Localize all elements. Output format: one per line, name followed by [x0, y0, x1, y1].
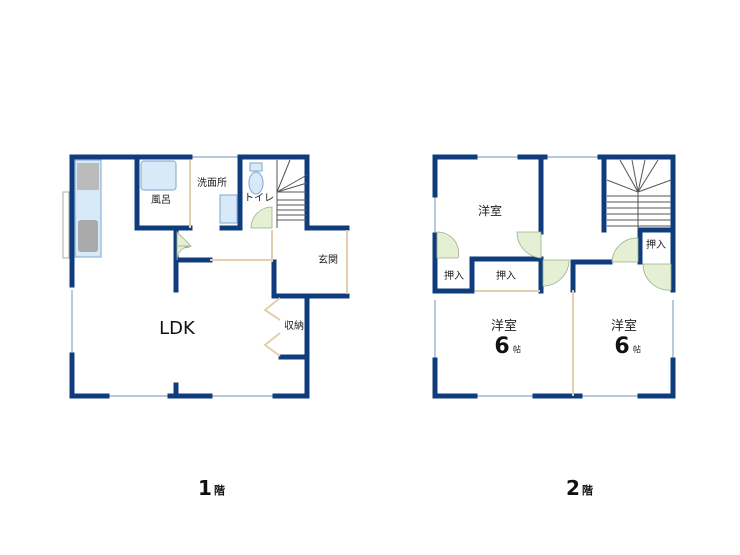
room-label-western-top: 洋室: [478, 203, 502, 218]
toilet-bowl-icon: [248, 171, 264, 195]
door: [436, 231, 459, 259]
room-label-closet-left: 押入: [444, 269, 464, 282]
room-label-western-right: 洋室: [611, 318, 637, 334]
door: [176, 245, 192, 261]
room-label-closet-right: 押入: [646, 238, 666, 251]
stove-icon: [77, 163, 99, 190]
door: [516, 231, 542, 259]
room-size-western-left: 6: [494, 334, 509, 359]
room-label-ldk: LDK: [159, 318, 196, 339]
door: [176, 231, 192, 249]
room-label-washroom: 洗面所: [197, 177, 227, 189]
room-label-bath: 風呂: [151, 194, 171, 206]
bay-window: [62, 191, 70, 259]
sink-icon: [78, 220, 98, 252]
room-size-western-right: 6: [614, 334, 629, 359]
floor2-title-unit: 階: [582, 483, 593, 497]
floor1-title-unit: 階: [214, 483, 225, 497]
floor2-title-number: 2: [566, 476, 580, 500]
bathtub-icon: [140, 160, 177, 191]
room-label-closet-mid: 押入: [496, 269, 516, 282]
room-label-toilet: トイレ: [244, 193, 274, 204]
floor1-title-number: 1: [198, 476, 212, 500]
stairs-icon: [606, 159, 672, 230]
toilet-icon: [249, 162, 263, 172]
door: [250, 206, 273, 229]
stairs-icon: [276, 159, 308, 228]
floor2-plan: 洋室 押入 押入 押入 洋室 6 帖 洋室 6 帖 2 階: [432, 154, 676, 500]
door: [642, 263, 672, 291]
room-size-unit-left: 帖: [513, 344, 521, 354]
washbasin-icon: [219, 194, 238, 224]
room-label-entrance: 玄関: [318, 253, 338, 266]
door: [542, 259, 570, 287]
room-label-storage: 収納: [284, 319, 304, 332]
room-label-western-left: 洋室: [491, 318, 517, 334]
floor1-plan: 風呂 洗面所 トイレ 玄関 LDK 収納 1 階: [62, 154, 350, 500]
door: [611, 237, 639, 263]
room-size-unit-right: 帖: [633, 344, 641, 354]
